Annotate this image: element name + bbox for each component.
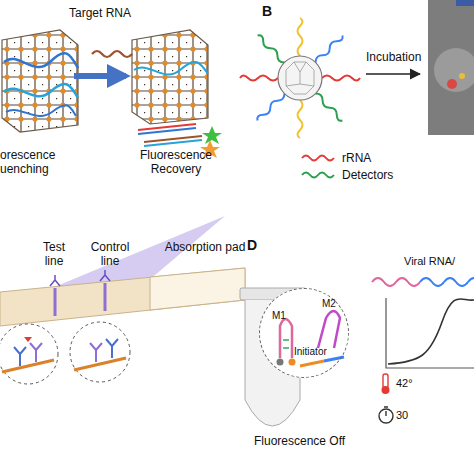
- rna-strand: [92, 51, 132, 57]
- legend-sample: [302, 156, 334, 161]
- annotation-label: Viral RNA/: [404, 254, 474, 268]
- legend-text: Detectors: [342, 168, 393, 182]
- zoom-disc: [259, 288, 349, 378]
- node-text: Absorption pad: [160, 240, 250, 254]
- framework-node: orescence uenching: [0, 26, 70, 176]
- zoom-circle: M1 M2Initiator: [259, 288, 349, 378]
- test-strip: [0, 268, 245, 326]
- edge-label: Target RNA: [55, 6, 145, 20]
- amplification-panel: [372, 278, 474, 423]
- annotation-label: Incubation: [366, 50, 436, 64]
- node-text: orescence uenching: [0, 148, 66, 176]
- annotation-label: Test line: [34, 240, 74, 268]
- micrograph: [428, 0, 474, 135]
- node-text: Initiator: [294, 345, 344, 359]
- reaction-arrow: [74, 73, 126, 79]
- incubation-arrow: [366, 73, 420, 75]
- framework-node: Fluorescence Recovery: [128, 26, 224, 176]
- node-text: Fluorescence Recovery: [128, 148, 224, 176]
- annotation-label: D: [247, 238, 267, 252]
- annotation-label: B: [262, 4, 282, 18]
- legend-text: rRNA: [342, 151, 371, 165]
- annotation-label: Fluorescence Off: [254, 434, 374, 448]
- node-text: M2: [322, 297, 346, 311]
- framework-quenched: [2, 30, 78, 132]
- node-text: M1: [272, 309, 296, 323]
- framework-recovered: [132, 30, 208, 124]
- hairpin-probes: [277, 311, 345, 366]
- strip-pad: Absorption pad: [160, 240, 250, 302]
- nanoparticle-probe: [240, 18, 360, 138]
- zoom-circles: [0, 322, 130, 384]
- legend-sample: [302, 173, 334, 178]
- annotation-label: Control line: [86, 240, 134, 268]
- annotation-label: 30: [396, 408, 426, 422]
- annotation-label: 42°: [396, 376, 426, 390]
